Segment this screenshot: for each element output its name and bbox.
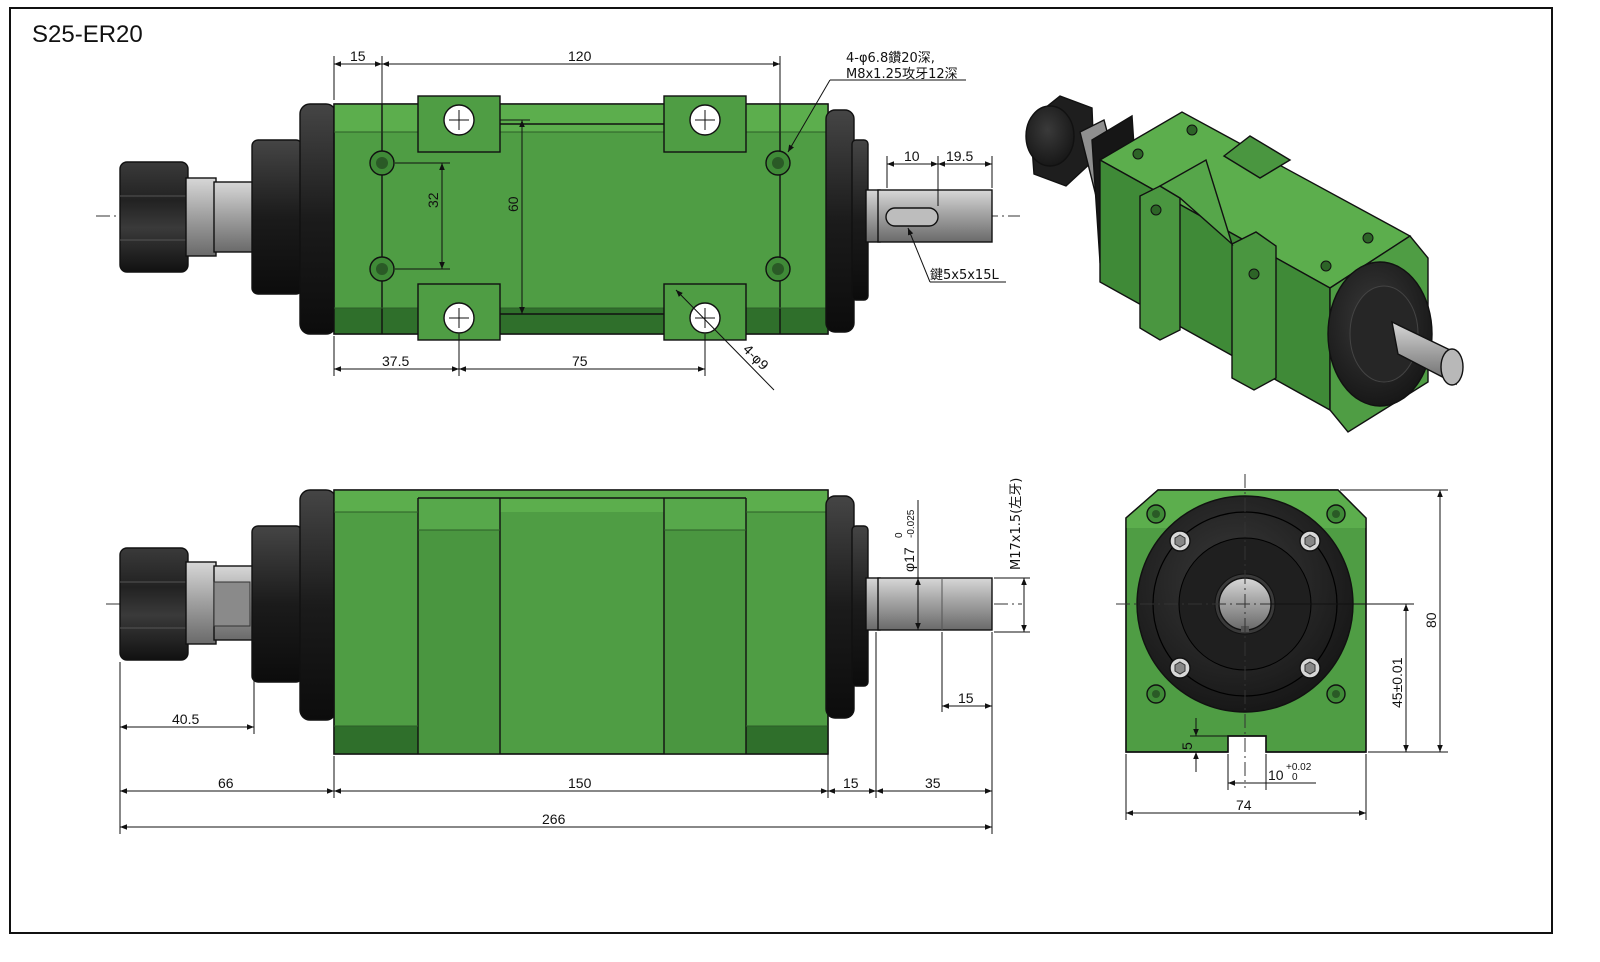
top-dimensions: 15 120 32 60 37.5 75 4-φ9	[333, 48, 1006, 391]
note-tapped-holes-2: M8x1.25攻牙12深	[846, 67, 958, 82]
dim-40-5: 40.5	[172, 711, 199, 727]
dim-80: 80	[1423, 612, 1439, 628]
dim-66: 66	[218, 775, 234, 791]
shaft-tol-upper: 0	[894, 532, 905, 538]
end-face-screws	[1169, 530, 1321, 679]
dim-5: 5	[1179, 742, 1195, 750]
dim-15-cap: 15	[843, 775, 859, 791]
spindle-body-side	[333, 489, 829, 755]
dim-19-5: 19.5	[946, 148, 973, 164]
dim-10-key: 10	[904, 148, 920, 164]
dim-32: 32	[425, 192, 441, 208]
slot-tol-lower: 0	[1292, 772, 1298, 783]
note-key: 鍵5x5x15L	[930, 267, 999, 283]
isometric-view	[1025, 95, 1464, 433]
dim-266: 266	[542, 811, 566, 827]
side-view: φ17 0 -0.025 M17x1.5(左牙) 15 40.5	[106, 478, 1030, 834]
slot-tol-upper: +0.02	[1286, 762, 1312, 773]
note-tapped-holes-1: 4-φ6.8鑽20深,	[846, 50, 935, 66]
shaft-tol-lower: -0.025	[906, 509, 917, 538]
mount-holes	[443, 104, 721, 334]
top-view: 15 120 32 60 37.5 75 4-φ9	[96, 48, 1020, 391]
dim-15-thread: 15	[958, 690, 974, 706]
front-flange	[251, 103, 337, 335]
dim-75: 75	[572, 353, 588, 369]
collet-nut-side	[119, 547, 255, 661]
dim-37-5: 37.5	[382, 353, 409, 369]
dim-60: 60	[505, 196, 521, 212]
drawing-title: S25-ER20	[32, 21, 143, 48]
rear-cap-side	[825, 495, 993, 719]
sheet-border	[9, 7, 1553, 934]
end-corner-holes	[1146, 504, 1346, 704]
side-dimensions: φ17 0 -0.025 M17x1.5(左牙) 15 40.5	[119, 478, 1030, 834]
end-view: 80 45±0.01 5 10 +0.02 0 74	[1116, 474, 1448, 820]
dim-15-top: 15	[350, 48, 366, 64]
dim-150: 150	[568, 775, 592, 791]
dim-35: 35	[925, 775, 941, 791]
dim-10-slot: 10	[1268, 767, 1284, 783]
collet-nut	[119, 161, 255, 273]
dim-45: 45±0.01	[1389, 657, 1405, 708]
rear-cap-top	[825, 109, 993, 333]
note-mount-holes: 4-φ9	[739, 342, 771, 374]
dim-74: 74	[1236, 797, 1252, 813]
tapped-holes	[369, 150, 791, 282]
front-flange-side	[251, 489, 337, 721]
thread-spec: M17x1.5(左牙)	[1009, 478, 1024, 570]
end-dimensions: 80 45±0.01 5 10 +0.02 0 74	[1125, 489, 1448, 820]
spindle-body-top	[333, 95, 829, 341]
dim-120: 120	[568, 48, 592, 64]
shaft-diameter: φ17	[901, 547, 917, 572]
